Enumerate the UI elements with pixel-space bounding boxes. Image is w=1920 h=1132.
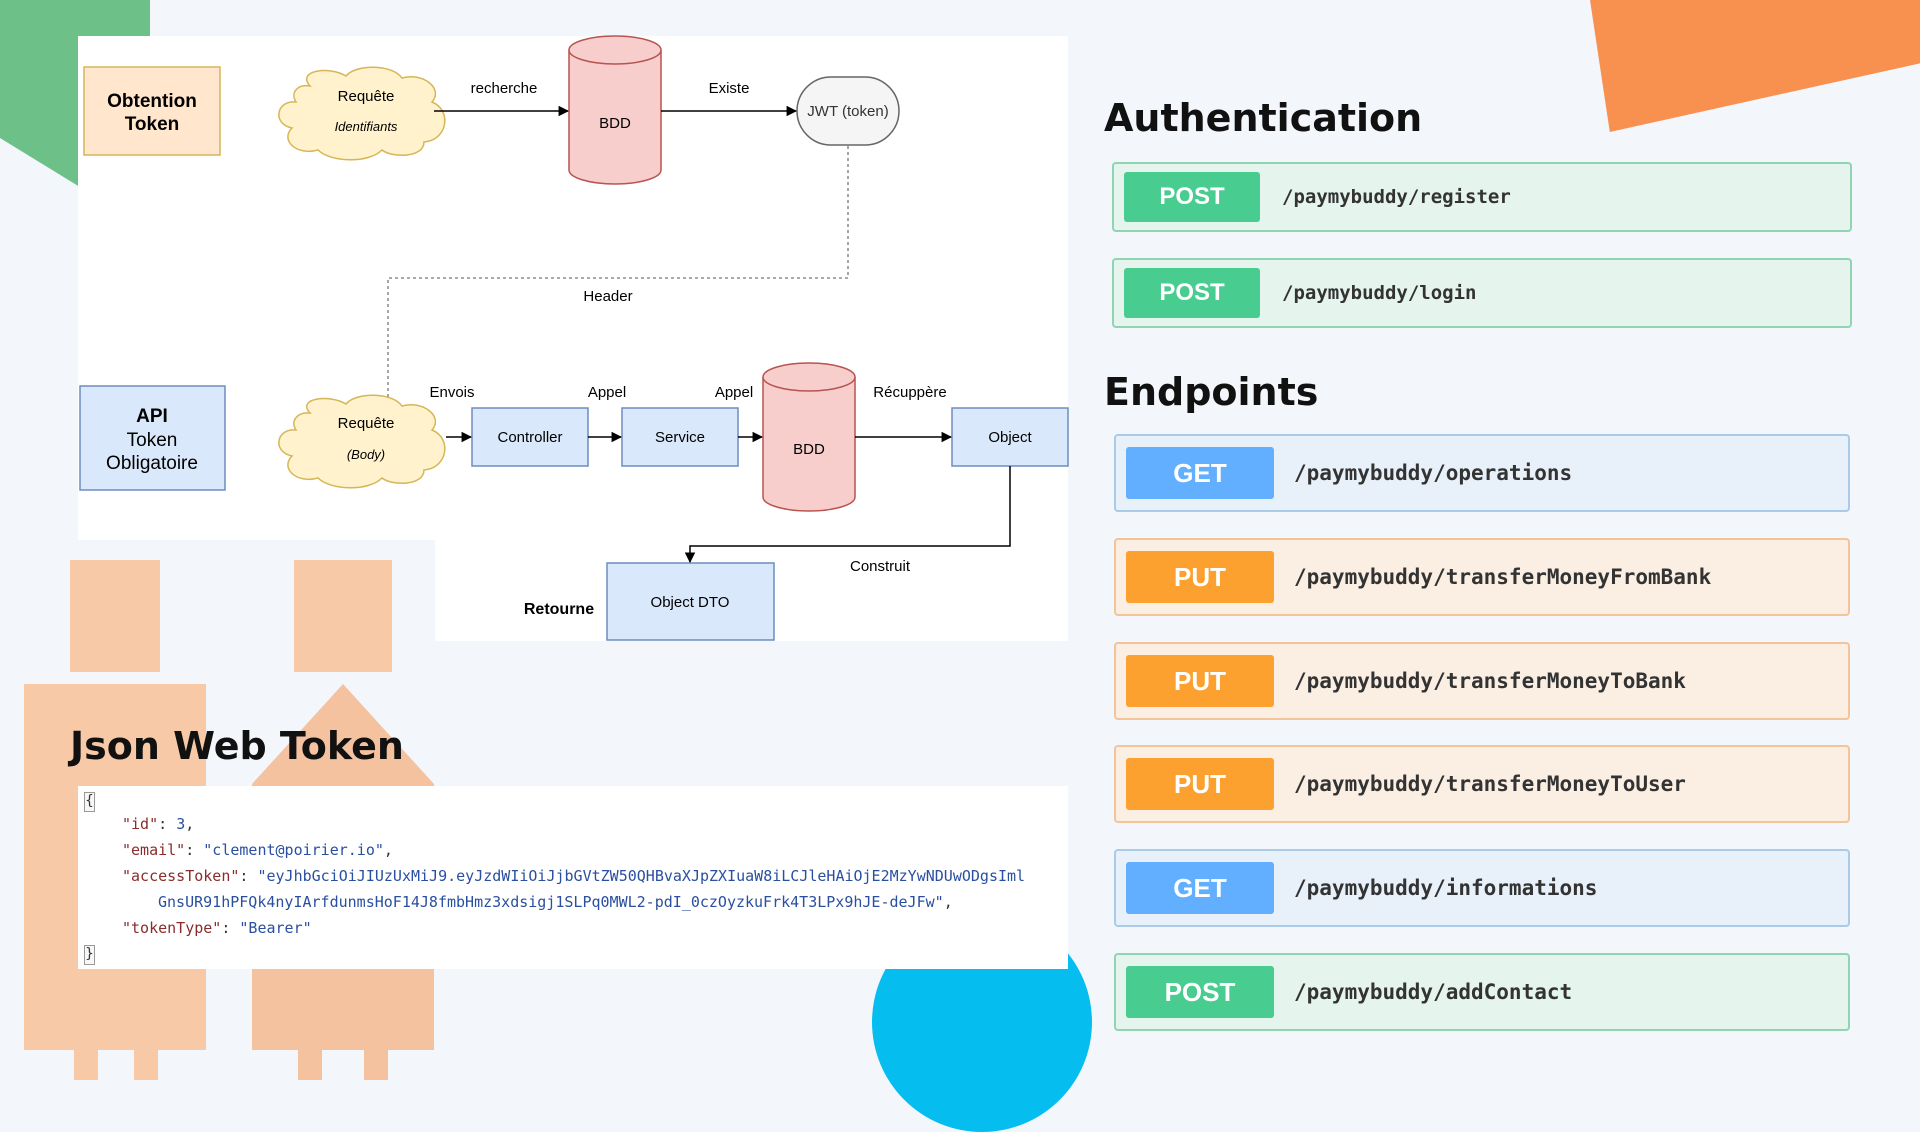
json-line-token: "accessToken": "eyJhbGciOiJIUzUxMiJ9.eyJ…	[122, 867, 1026, 885]
obtention-token-label-2: Token	[125, 114, 180, 135]
edge-label-recuppere: Récuppère	[873, 384, 946, 401]
credentials-label: Identifiants	[335, 119, 398, 134]
service-box: Service	[621, 407, 739, 467]
endpoint-path: /paymybuddy/operations	[1294, 461, 1573, 485]
obtention-token-box: Obtention Token	[83, 66, 221, 156]
object-dto-box: Object DTO	[606, 562, 775, 641]
method-badge: POST	[1124, 172, 1260, 222]
edge-label-header: Header	[583, 288, 632, 305]
request-body-sub: (Body)	[347, 447, 385, 462]
api-label: API	[136, 406, 168, 427]
request-label: Requête	[338, 88, 395, 105]
endpoint-get-informations[interactable]: GET /paymybuddy/informations	[1114, 849, 1850, 927]
database-bottom-cylinder: BDD	[762, 362, 856, 512]
json-line-id: "id": 3,	[122, 815, 195, 833]
endpoint-path: /paymybuddy/informations	[1294, 876, 1598, 900]
token-label: Token	[127, 430, 178, 451]
jwt-token-label: JWT (token)	[807, 103, 888, 120]
endpoint-path: /paymybuddy/login	[1282, 282, 1477, 304]
controller-box: Controller	[471, 407, 589, 467]
controller-label: Controller	[497, 429, 562, 446]
endpoints-title: Endpoints	[1104, 370, 1319, 414]
authentication-title: Authentication	[1104, 96, 1423, 140]
obtention-token-label-1: Obtention	[107, 91, 197, 112]
json-value: 3	[176, 815, 186, 833]
edge-label-appel-2: Appel	[715, 384, 753, 401]
object-label: Object	[988, 429, 1032, 446]
method-badge: PUT	[1126, 758, 1274, 810]
decorative-peach-block	[294, 560, 392, 672]
endpoint-post-login[interactable]: POST /paymybuddy/login	[1112, 258, 1852, 328]
method-badge: GET	[1126, 447, 1274, 499]
json-open-brace: {	[84, 792, 95, 812]
method-badge: PUT	[1126, 655, 1274, 707]
decorative-peach-leg	[74, 1048, 98, 1080]
endpoint-put-transfer-to-bank[interactable]: PUT /paymybuddy/transferMoneyToBank	[1114, 642, 1850, 720]
object-box: Object	[951, 407, 1069, 467]
service-label: Service	[655, 429, 705, 446]
json-line-token-cont: GnsUR91hPFQk4nyIArfdunmsHoF14J8fmbHmz3xd…	[158, 893, 953, 911]
json-value: GnsUR91hPFQk4nyIArfdunmsHoF14J8fmbHmz3xd…	[158, 893, 944, 911]
json-key: "id"	[122, 815, 159, 833]
jwt-json-sample: { "id": 3, "email": "clement@poirier.io"…	[78, 786, 1068, 969]
api-token-required-box: API Token Obligatoire	[79, 385, 226, 491]
endpoint-path: /paymybuddy/transferMoneyToUser	[1294, 772, 1686, 796]
edge-label-existe: Existe	[709, 80, 750, 97]
endpoint-put-transfer-from-bank[interactable]: PUT /paymybuddy/transferMoneyFromBank	[1114, 538, 1850, 616]
request-credentials-cloud: Requête Identifiants	[278, 66, 446, 161]
method-badge: PUT	[1126, 551, 1274, 603]
method-badge: POST	[1124, 268, 1260, 318]
database-top-cylinder: BDD	[568, 35, 662, 185]
endpoint-path: /paymybuddy/addContact	[1294, 980, 1573, 1004]
json-value: "clement@poirier.io"	[203, 841, 384, 859]
edge-label-envois: Envois	[429, 384, 474, 401]
method-badge: GET	[1126, 862, 1274, 914]
json-key: "email"	[122, 841, 186, 859]
decorative-peach-leg	[298, 1048, 322, 1080]
endpoint-post-register[interactable]: POST /paymybuddy/register	[1112, 162, 1852, 232]
endpoint-path: /paymybuddy/transferMoneyToBank	[1294, 669, 1686, 693]
database-bottom-label: BDD	[793, 441, 825, 458]
endpoint-path: /paymybuddy/register	[1282, 186, 1511, 208]
object-dto-label: Object DTO	[651, 594, 730, 611]
json-line-email: "email": "clement@poirier.io",	[122, 841, 393, 859]
obligatoire-label: Obligatoire	[106, 453, 198, 474]
database-label: BDD	[599, 115, 631, 132]
jwt-section-title: Json Web Token	[70, 724, 404, 768]
json-value: "eyJhbGciOiJIUzUxMiJ9.eyJzdWIiOiJjbGVtZW…	[257, 867, 1026, 885]
decorative-peach-leg	[134, 1048, 158, 1080]
json-close-brace: }	[84, 945, 95, 965]
endpoint-post-add-contact[interactable]: POST /paymybuddy/addContact	[1114, 953, 1850, 1031]
json-value: "Bearer"	[239, 919, 312, 937]
json-line-type: "tokenType": "Bearer"	[122, 919, 312, 937]
endpoint-get-operations[interactable]: GET /paymybuddy/operations	[1114, 434, 1850, 512]
edge-label-construit: Construit	[850, 558, 911, 575]
decorative-peach-block	[70, 560, 160, 672]
request-body-cloud: Requête (Body)	[278, 394, 446, 489]
method-badge: POST	[1126, 966, 1274, 1018]
endpoint-put-transfer-to-user[interactable]: PUT /paymybuddy/transferMoneyToUser	[1114, 745, 1850, 823]
json-key: "tokenType"	[122, 919, 222, 937]
jwt-token-node: JWT (token)	[796, 76, 900, 146]
auth-flow-diagram: Obtention Token API Token Obligatoire Re…	[79, 35, 1069, 641]
request-body-title: Requête	[338, 415, 395, 432]
edge-label-retourne: Retourne	[524, 601, 594, 618]
edge-label-appel-1: Appel	[588, 384, 626, 401]
json-key: "accessToken"	[122, 867, 240, 885]
decorative-peach-leg	[364, 1048, 388, 1080]
endpoint-path: /paymybuddy/transferMoneyFromBank	[1294, 565, 1712, 589]
edge-label-recherche: recherche	[471, 80, 538, 97]
